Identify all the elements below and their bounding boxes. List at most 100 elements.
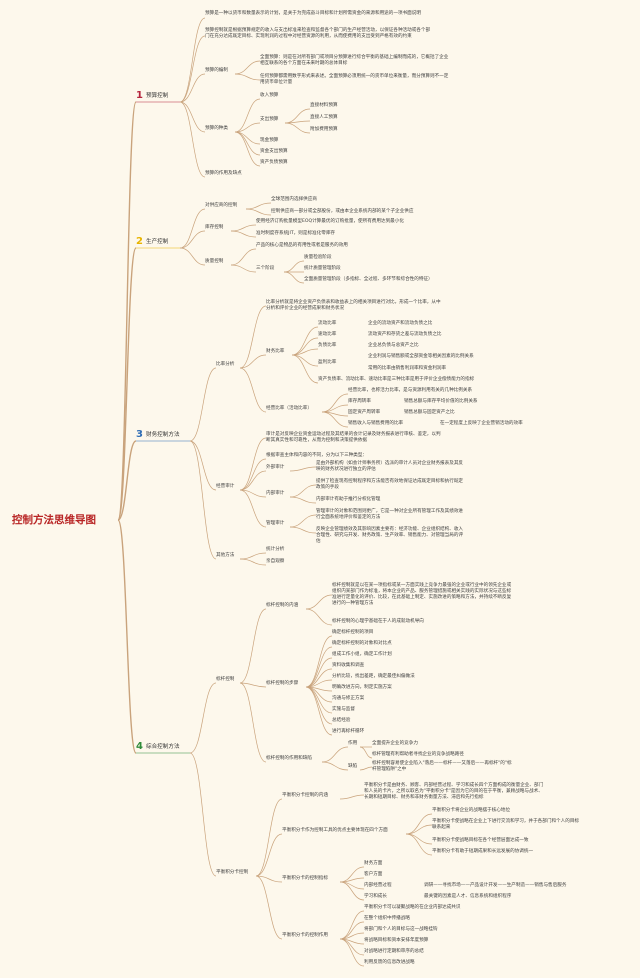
- connector-line: [234, 60, 261, 75]
- node-text: 销售总额与库存平均价值的比例关系: [404, 399, 478, 404]
- connector-line: [239, 458, 267, 491]
- node-label: 资金支出预算: [260, 149, 288, 154]
- list-item: 确定标杆控制的对象和对比点: [332, 641, 392, 646]
- connector-line: [239, 367, 267, 413]
- node-label: 标杆控制的步骤: [266, 681, 299, 686]
- node-text: 内部审计有助于推行分权化管理: [316, 497, 381, 502]
- node-text: 在一定程度上反映了企业营销活动的效率: [440, 421, 523, 426]
- node-text: 根据审查主体和内容的不同，分为以下三种类型：: [266, 453, 368, 458]
- node-text: 平衡积分卡有助于短期成果和长远发展的协调统一: [432, 849, 534, 854]
- node-label: 平衡积分卡控制的内涵: [282, 793, 328, 798]
- node-label: 预算的编制: [205, 68, 228, 73]
- node-text: 比率分析就是将企业资产负债表和收益表上的相关项目进行对比，形成一个比率，从中分析…: [266, 300, 441, 311]
- connector-line: [239, 489, 267, 528]
- node-text: 企业总负债与总资产之比: [368, 343, 419, 348]
- node-label: 其他方法: [216, 553, 235, 558]
- connector-line: [234, 98, 261, 133]
- connector-line: [289, 496, 317, 504]
- connector-line: [239, 552, 267, 560]
- list-item: 确定标杆控制的项目: [332, 630, 374, 635]
- branch-number: 1: [136, 90, 143, 101]
- node-label: 财务方面: [364, 861, 383, 866]
- node-label: 销售收入与销售费用的比率: [348, 421, 404, 426]
- node-label: 财务比率: [266, 349, 285, 354]
- node-text: 标杆控制容易使企业陷入"落后——标杆——又落后——再标杆"的"标杆管理陷阱"之中: [372, 761, 512, 772]
- connector-line: [239, 682, 267, 688]
- list-item: 总结经验: [332, 718, 351, 723]
- node-label: 现金预算: [260, 138, 279, 143]
- connector-line: [305, 646, 333, 688]
- node-label: 附加费用预算: [310, 127, 338, 132]
- node-label: 经营比率（活动比率）: [266, 406, 312, 411]
- node-label: 负债比率: [318, 343, 337, 348]
- connector-line: [289, 526, 317, 534]
- connector-line: [179, 230, 206, 249]
- branch-label: 综合控制方法: [145, 744, 180, 750]
- node-label: 预算的作用及缺点: [205, 171, 242, 176]
- connector-line: [305, 635, 333, 688]
- connector-line: [339, 881, 365, 901]
- branch-label: 财务控制方法: [145, 432, 180, 438]
- node-label: 库存控制: [205, 225, 224, 230]
- node-label: 盈利比率: [318, 360, 337, 365]
- connector-line: [359, 746, 373, 759]
- node-text: 提供了检查现有控制程序和方法能否有效地保证达成既定目标和执行既定政策的手段: [316, 479, 464, 490]
- connector-line: [255, 798, 283, 877]
- connector-line: [234, 131, 261, 167]
- node-text: 反映企业管理绩效及其影响因素主要有：经济功能、企业组织结构、收入合理性、研究与开…: [316, 527, 464, 544]
- node-label: 使用经济订购批量模型EOQ计算最优的订购批量，使所有费用达到最小化: [256, 219, 404, 224]
- connector-line: [339, 938, 365, 967]
- connector-line: [339, 794, 365, 800]
- connector-line: [255, 875, 283, 883]
- node-text: 销售总额与固定资产之比: [404, 410, 455, 415]
- connector-line: [230, 224, 257, 232]
- connector-line: [234, 73, 261, 81]
- connector-line: [179, 73, 206, 103]
- node-text: 平衡积分卡将企业的战略摆于核心地位: [432, 808, 511, 813]
- connector-line: [179, 17, 206, 103]
- node-text: 标杆管理有利帮助者寻找企业的竞争战略路径: [372, 752, 464, 757]
- connector-line: [405, 833, 433, 856]
- list-item: 平衡积分卡可以凝聚战略的在企业内部达成共识: [364, 905, 461, 910]
- connector-line: [291, 326, 319, 356]
- connector-line: [321, 761, 349, 771]
- list-item: 资料收集和调查: [332, 663, 365, 668]
- connector-line: [179, 35, 206, 103]
- connector-line: [305, 594, 333, 610]
- node-label: 三个阶段: [256, 266, 275, 271]
- connector-line: [117, 247, 137, 521]
- node-text: 经营比率，也称活力比率，是与资源利用有关的几种比例关系: [348, 388, 473, 393]
- node-label: 学习和成长: [364, 894, 387, 899]
- node-label: 准时制度存系统JIT，则是标准化零库存: [256, 231, 336, 236]
- branch-number: 2: [136, 236, 143, 247]
- list-item: 明确改进方向，制定实施方案: [332, 685, 392, 690]
- connector-line: [283, 260, 305, 273]
- node-text: 最关键的因素是人才、信息系统和组织程序: [424, 894, 512, 899]
- connector-line: [284, 108, 311, 124]
- connector-line: [239, 354, 267, 369]
- connector-line: [289, 514, 317, 528]
- node-label: 标杆控制的作用和缺陷: [266, 756, 312, 761]
- node-label: 直接人工预算: [310, 115, 338, 120]
- node-text: 预算是一种以货币和数量表示的计划，是关于为完成奋斗目标和计划所需资金的来源和用途…: [205, 11, 421, 16]
- connector-line: [305, 657, 333, 688]
- connector-line: [255, 833, 283, 877]
- node-label: 外部审计: [266, 465, 285, 470]
- node-label: 管理审计: [266, 521, 285, 526]
- connector-line: [321, 393, 349, 413]
- node-text: 常用的比率由销售利润率和资金利润率: [368, 366, 447, 371]
- node-label: 客户方面: [364, 872, 383, 877]
- node-label: 流动比率: [318, 321, 337, 326]
- connector-line: [291, 348, 319, 356]
- branch-label: 生产控制: [145, 239, 169, 245]
- node-label: 统计分析: [266, 547, 285, 552]
- node-text: 企业的流动资产和流动负债之比: [368, 321, 433, 326]
- connector-line: [239, 608, 267, 684]
- connector-line: [321, 404, 349, 413]
- connector-line: [117, 519, 137, 754]
- node-text: 平衡积分卡使战略在企业上下进行交流和学习，并于各部门和个人的目标联系起来: [432, 819, 580, 830]
